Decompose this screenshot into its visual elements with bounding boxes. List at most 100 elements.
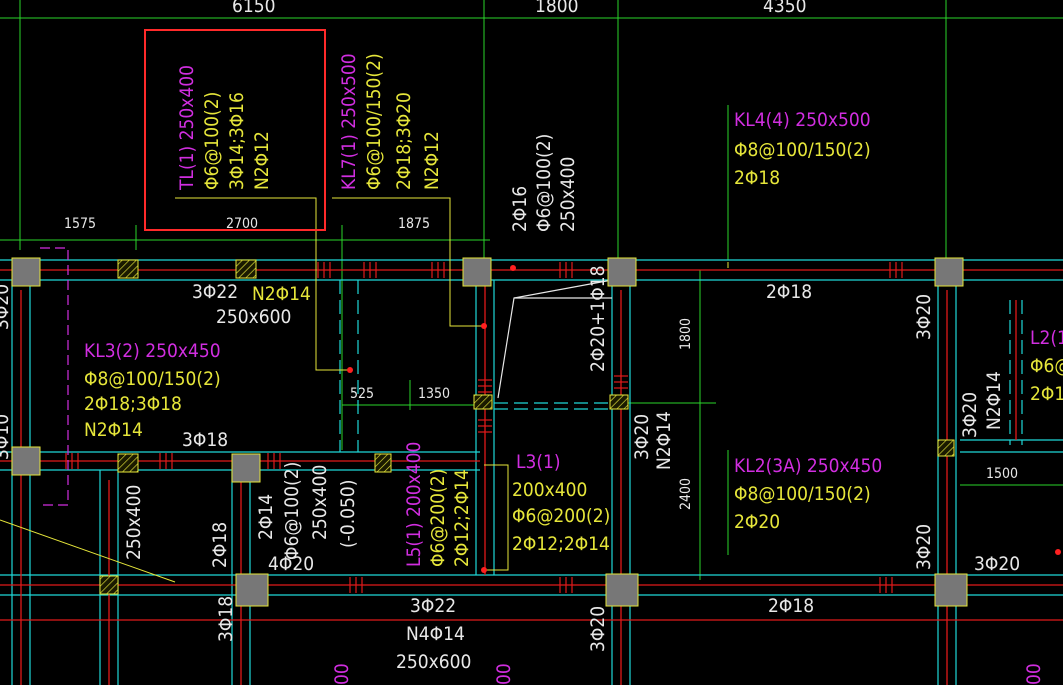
dim-1575: 1575	[64, 216, 96, 232]
label-2p18-bottom: 2Φ18	[768, 595, 814, 617]
column	[462, 257, 492, 287]
label-3p20-v4: 3Φ20	[913, 524, 935, 570]
label-3p20-left: 3Φ20	[0, 284, 13, 330]
beam-label-kl2[interactable]: KL2(3A) 250x450 Φ8@100/150(2) 2Φ20	[734, 455, 882, 533]
label-2p18-v: 2Φ18	[209, 522, 231, 568]
label-3p10-left: 3Φ10	[0, 414, 13, 460]
kl4-stirrup: Φ8@100/150(2)	[734, 139, 871, 161]
column	[11, 446, 41, 476]
column	[605, 573, 639, 607]
label-3p20-v2: 3Φ20	[631, 414, 653, 460]
beam-label-l5[interactable]: L5(1) 200x400 Φ6@200(2) 2Φ12;2Φ14	[403, 442, 473, 567]
kl4-name: KL4(4) 250x500	[734, 109, 871, 131]
column	[11, 257, 41, 287]
boundary-dashed	[40, 247, 69, 506]
kl3-stirrup: Φ8@100/150(2)	[84, 368, 221, 390]
mid-top: 2Φ16	[509, 186, 531, 232]
beam-outlines	[0, 259, 1063, 685]
l2-bars: 2Φ14	[1030, 383, 1063, 405]
l5-bars: 2Φ12;2Φ14	[451, 469, 473, 567]
label-n2p14: N2Φ14	[252, 283, 311, 305]
label-4p20: 4Φ20	[268, 553, 314, 575]
label-3p20-h: 3Φ20	[974, 553, 1020, 575]
dim-1875: 1875	[398, 216, 430, 232]
label-250x600-top: 250x600	[216, 306, 291, 328]
label-3p18: 3Φ18	[182, 429, 228, 451]
dim-1800-top: 1800	[535, 0, 579, 17]
beam-label-l3[interactable]: L3(1) 200x400 Φ6@200(2) 2Φ12;2Φ14	[512, 451, 610, 555]
tl1-bars: 3Φ14;3Φ16	[226, 92, 248, 190]
label-250x600-bottom: 250x600	[396, 651, 471, 673]
column	[934, 573, 968, 607]
dim-525: 525	[350, 386, 374, 402]
kl2-name: KL2(3A) 250x450	[734, 455, 882, 477]
svg-text:00: 00	[331, 663, 353, 685]
svg-text:00: 00	[493, 663, 515, 685]
dim-2400: 2400	[678, 478, 694, 510]
dimension-texts: 6150 1800 4350 1575 2700 1875 525 1350 1…	[64, 0, 1018, 510]
l2-name: L2(1	[1030, 327, 1063, 349]
tl1-stirrup: Φ6@100(2)	[201, 92, 223, 190]
dim-4350: 4350	[763, 0, 807, 17]
dim-6150: 6150	[232, 0, 276, 17]
label-250x400-v2: 250x400	[309, 465, 331, 540]
kl7-bars: 2Φ18;3Φ20	[393, 92, 415, 190]
beam-label-tl1[interactable]: TL(1) 250x400 Φ6@100(2) 3Φ14;3Φ16 N2Φ12	[176, 65, 273, 191]
kl7-side: N2Φ12	[421, 131, 443, 190]
l3-bars: 2Φ12;2Φ14	[512, 533, 610, 555]
label-2p18-top: 2Φ18	[766, 281, 812, 303]
kl7-name: KL7(1) 250x500	[338, 53, 360, 190]
label-3p20-v5: 3Φ20	[587, 606, 609, 652]
l5-name: L5(1) 200x400	[403, 442, 425, 567]
dim-1350: 1350	[418, 386, 450, 402]
l3-stirrup: Φ6@200(2)	[512, 505, 610, 527]
label-3p22-top: 3Φ22	[192, 281, 238, 303]
leader-dots	[347, 265, 1061, 573]
label-n2p14-v2: N2Φ14	[983, 371, 1005, 430]
dim-1500: 1500	[986, 466, 1018, 482]
label-n2p14-v: N2Φ14	[653, 411, 675, 470]
label-250x400-v: 250x400	[123, 485, 145, 560]
kl3-name: KL3(2) 250x450	[84, 340, 221, 362]
kl2-stirrup: Φ8@100/150(2)	[734, 483, 871, 505]
l5-stirrup: Φ6@200(2)	[427, 469, 449, 567]
mid-stirrup: Φ6@100(2)	[533, 134, 555, 232]
beam-label-kl3[interactable]: KL3(2) 250x450 Φ8@100/150(2) 2Φ18;3Φ18 N…	[84, 340, 221, 441]
selection-highlight[interactable]	[144, 29, 326, 231]
column	[231, 453, 261, 483]
dimension-lines	[0, 0, 1063, 580]
label-3p22-bottom: 3Φ22	[410, 595, 456, 617]
kl2-bars: 2Φ20	[734, 511, 780, 533]
label-elevation: (-0.050)	[337, 480, 359, 548]
label-p6at100-v: Φ6@100(2)	[281, 462, 303, 560]
tl1-name: TL(1) 250x400	[176, 65, 198, 191]
beam-label-mid[interactable]: 2Φ16 Φ6@100(2) 250x400	[509, 134, 579, 232]
dim-2700: 2700	[226, 216, 258, 232]
stirrup-ticks	[65, 262, 903, 593]
columns	[11, 257, 968, 607]
beam-label-kl4[interactable]: KL4(4) 250x500 Φ8@100/150(2) 2Φ18	[734, 109, 871, 189]
l3-name: L3(1)	[516, 451, 561, 473]
rebar-annotations: 3Φ22 N2Φ14 250x600 2Φ18 3Φ18 3Φ20 2Φ20+1…	[0, 266, 1020, 673]
kl3-side: N2Φ14	[84, 419, 143, 441]
kl7-stirrup: Φ6@100/150(2)	[363, 53, 385, 190]
column	[235, 573, 269, 607]
bottom-edge-marks: 00 00 00	[331, 663, 1045, 685]
svg-text:00: 00	[1023, 663, 1045, 685]
column	[607, 257, 637, 287]
mid-size: 250x400	[557, 157, 579, 232]
kl3-bars: 2Φ18;3Φ18	[84, 393, 182, 415]
rebar-lines	[0, 269, 1063, 685]
label-3p20-v3: 3Φ20	[959, 392, 981, 438]
dim-1800-vert: 1800	[678, 318, 694, 350]
l2-stirrup: Φ6@	[1030, 355, 1063, 377]
label-2p14-v: 2Φ14	[255, 494, 277, 540]
beam-label-l2[interactable]: L2(1 Φ6@ 2Φ14	[1030, 327, 1063, 405]
hatched-supports	[99, 259, 955, 595]
beam-label-kl7[interactable]: KL7(1) 250x500 Φ6@100/150(2) 2Φ18;3Φ20 N…	[338, 53, 443, 190]
tl1-side: N2Φ12	[251, 131, 273, 190]
label-n4p14: N4Φ14	[406, 623, 465, 645]
l3-size: 200x400	[512, 479, 587, 501]
